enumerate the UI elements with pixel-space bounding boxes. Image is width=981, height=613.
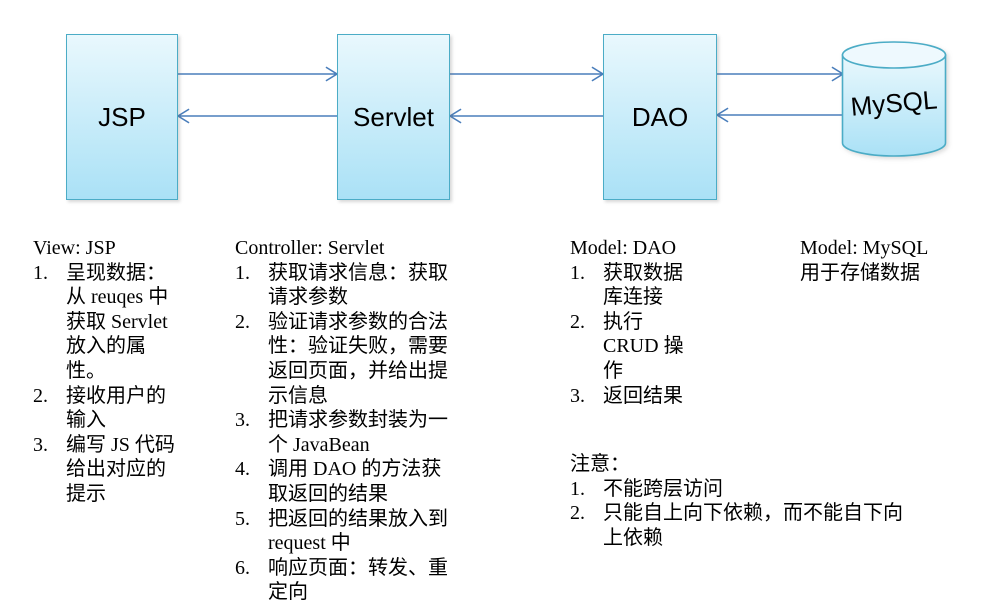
- list-item-text: 获取请求信息：获取请求参数: [268, 261, 448, 309]
- list-item-number: 4.: [235, 458, 250, 481]
- list-item-number: 2.: [570, 502, 585, 525]
- list-item: 4. 调用 DAO 的方法获取返回的结果: [235, 457, 448, 506]
- list-item-number: 3.: [570, 384, 585, 407]
- list-item-number: 6.: [235, 556, 250, 579]
- numbered-list: 1. 呈现数据：从 reuqes 中获取 Servlet 放入的属性。 2. 接…: [33, 261, 176, 507]
- arrow-jsp-to-servlet: [177, 66, 339, 82]
- list-item: 6. 响应页面：转发、重定向: [235, 556, 448, 605]
- list-item: 2. 执行 CRUD 操作: [570, 310, 701, 384]
- column-model-dao: Model: DAO 1. 获取数据库连接 2. 执行 CRUD 操作 3. 返…: [570, 236, 701, 408]
- list-item-text: 把请求参数封装为一个 JavaBean: [268, 409, 448, 456]
- list-item-number: 3.: [33, 433, 48, 456]
- list-item-text: 只能自上向下依赖，而不能自下向上依赖: [603, 502, 903, 549]
- servlet-box: Servlet: [337, 34, 450, 200]
- arrow-mysql-to-dao: [715, 107, 844, 123]
- list-item: 2. 接收用户的输入: [33, 384, 176, 433]
- arrow-dao-to-mysql: [716, 66, 845, 82]
- list-item: 1. 获取请求信息：获取请求参数: [235, 261, 448, 310]
- column-title: Model: DAO: [570, 237, 677, 259]
- list-item-text: 不能跨层访问: [603, 477, 723, 500]
- column-view-jsp: View: JSP 1. 呈现数据：从 reuqes 中获取 Servlet 放…: [33, 236, 176, 507]
- list-item-number: 1.: [570, 261, 585, 284]
- list-item: 1. 不能跨层访问: [570, 477, 918, 502]
- list-item: 1. 获取数据库连接: [570, 261, 701, 310]
- column-controller-servlet: Controller: Servlet 1. 获取请求信息：获取请求参数 2. …: [235, 236, 448, 605]
- list-item-text: 呈现数据：从 reuqes 中获取 Servlet 放入的属性。: [66, 261, 169, 382]
- list-item-number: 5.: [235, 507, 250, 530]
- database-cylinder-icon: [841, 41, 947, 157]
- note-section: 注意： 1. 不能跨层访问 2. 只能自上向下依赖，而不能自下向上依赖: [570, 452, 918, 550]
- jsp-box: JSP: [66, 34, 178, 200]
- list-item-text: 返回结果: [603, 384, 683, 407]
- list-item: 1. 呈现数据：从 reuqes 中获取 Servlet 放入的属性。: [33, 261, 176, 384]
- numbered-list: 1. 获取请求信息：获取请求参数 2. 验证请求参数的合法性：验证失败，需要返回…: [235, 261, 448, 605]
- list-item-text: 响应页面：转发、重定向: [268, 556, 448, 604]
- list-item: 3. 把请求参数封装为一个 JavaBean: [235, 408, 448, 457]
- list-item-text: 执行 CRUD 操作: [603, 310, 684, 382]
- arrow-servlet-to-dao: [449, 66, 605, 82]
- list-item: 3. 编写 JS 代码给出对应的提示: [33, 433, 176, 507]
- numbered-list: 1. 获取数据库连接 2. 执行 CRUD 操作 3. 返回结果: [570, 261, 701, 409]
- dao-box: DAO: [603, 34, 717, 200]
- jsp-box-label: JSP: [98, 101, 146, 132]
- list-item-number: 2.: [33, 384, 48, 407]
- list-item: 3. 返回结果: [570, 384, 701, 409]
- list-item-text: 获取数据库连接: [603, 261, 683, 309]
- list-item-number: 3.: [235, 409, 250, 432]
- note-title: 注意：: [570, 453, 630, 475]
- list-item: 5. 把返回的结果放入到 request 中: [235, 507, 448, 556]
- column-subtitle: 用于存储数据: [800, 261, 920, 284]
- list-item-text: 编写 JS 代码给出对应的提示: [66, 433, 175, 505]
- dao-box-label: DAO: [631, 101, 689, 132]
- list-item: 2. 验证请求参数的合法性：验证失败，需要返回页面，并给出提示信息: [235, 310, 448, 408]
- list-item-number: 1.: [235, 261, 250, 284]
- list-item: 2. 只能自上向下依赖，而不能自下向上依赖: [570, 501, 918, 550]
- list-item-number: 2.: [235, 310, 250, 333]
- list-item-number: 1.: [570, 477, 585, 500]
- servlet-box-label: Servlet: [353, 101, 434, 132]
- column-title: Controller: Servlet: [235, 237, 385, 259]
- column-title: View: JSP: [33, 237, 116, 259]
- column-title: Model: MySQL: [800, 237, 929, 259]
- numbered-list: 1. 不能跨层访问 2. 只能自上向下依赖，而不能自下向上依赖: [570, 477, 918, 551]
- column-model-mysql: Model: MySQL 用于存储数据: [800, 236, 975, 285]
- list-item-text: 把返回的结果放入到 request 中: [268, 507, 448, 555]
- list-item-number: 1.: [33, 261, 48, 284]
- list-item-text: 调用 DAO 的方法获取返回的结果: [268, 458, 442, 505]
- list-item-number: 2.: [570, 310, 585, 333]
- list-item-text: 接收用户的输入: [66, 384, 166, 432]
- list-item-text: 验证请求参数的合法性：验证失败，需要返回页面，并给出提示信息: [268, 310, 448, 407]
